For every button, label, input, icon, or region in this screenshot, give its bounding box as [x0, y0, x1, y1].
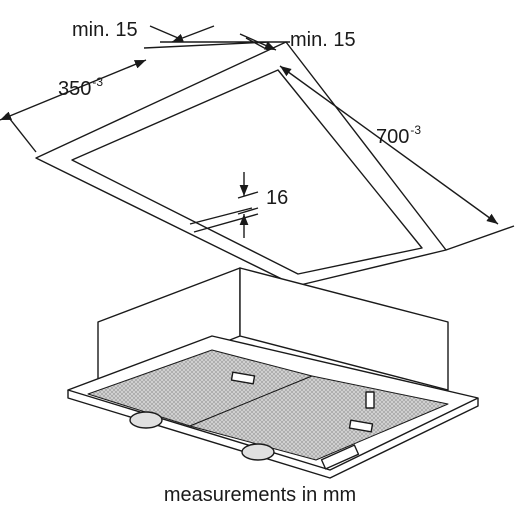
dim-line-min15-right — [239, 33, 277, 51]
label-min15-right: min. 15 — [290, 29, 356, 51]
dim-line-350 — [0, 59, 147, 121]
label-min15-left: min. 15 — [72, 19, 138, 41]
caption: measurements in mm — [163, 484, 357, 506]
ceiling-cutout-inner — [71, 69, 423, 275]
dim-line-700 — [279, 65, 499, 225]
dim-line-min15-left — [171, 25, 215, 43]
light-right — [241, 443, 275, 461]
label-width-350: 350-3 — [58, 75, 104, 100]
hood-unit — [67, 267, 479, 479]
ext-350-a — [5, 113, 37, 153]
hood-rim — [67, 390, 479, 479]
control-panel — [320, 444, 360, 470]
label-thickness-16: 16 — [266, 187, 289, 209]
switch — [365, 391, 375, 409]
filter-handle-1 — [230, 371, 256, 385]
light-left — [129, 411, 163, 429]
ext-700-a — [445, 225, 515, 251]
filter-right — [189, 375, 449, 461]
hood-box-right-face — [239, 267, 449, 391]
extension-lines — [143, 25, 290, 51]
filter-handle-2 — [348, 419, 374, 433]
label-depth-700: 700-3 — [376, 123, 422, 148]
